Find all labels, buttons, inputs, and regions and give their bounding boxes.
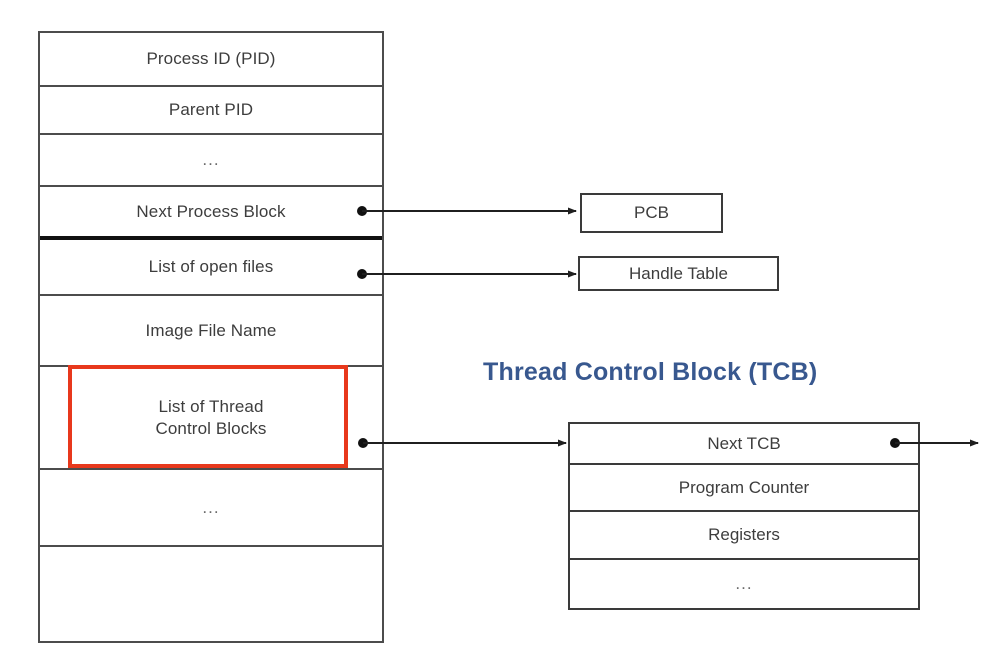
thread-control-block-table: Next TCB Program Counter Registers ... [568,422,920,610]
row-label: Registers [708,525,780,544]
row-label: Next TCB [707,433,781,453]
row-label: Image File Name [145,320,277,340]
table-row-list-of-open-files: List of open files [40,240,382,296]
table-row: ... [40,470,382,547]
tcb-row-next-tcb: Next TCB [570,424,918,465]
row-label: Process ID (PID) [146,49,276,69]
pcb-box-label: PCB [634,203,669,222]
handle-table-box-label: Handle Table [629,263,728,283]
row-label-ellipsis: ... [202,150,220,170]
connector-next-tcb-outgoing [890,438,979,448]
table-row-list-of-thread-control-blocks: List of Thread Control Blocks [40,367,382,470]
row-label: List of Thread Control Blocks [155,397,267,438]
table-row: ... [40,135,382,187]
connector-tcb-list-to-tcb-table [358,438,567,448]
tcb-row: ... [570,560,918,608]
row-label: List of open files [148,257,274,277]
row-label-ellipsis: ... [735,574,753,593]
table-row: Parent PID [40,87,382,135]
table-row: Process ID (PID) [40,33,382,87]
row-label: Program Counter [678,477,810,497]
handle-table-box: Handle Table [578,256,779,291]
connector-next-process-block-to-pcb [357,206,577,216]
row-label: Next Process Block [136,201,286,221]
pcb-box: PCB [580,193,723,233]
connector-open-files-to-handle-table [357,269,577,279]
row-label: Parent PID [168,100,254,120]
tcb-title: Thread Control Block (TCB) [483,358,818,386]
row-label-ellipsis: ... [202,497,220,517]
tcb-row: Registers [570,512,918,560]
tcb-row: Program Counter [570,465,918,512]
process-control-block-table: Process ID (PID) Parent PID ... Next Pro… [38,31,384,643]
table-row-next-process-block: Next Process Block [40,187,382,240]
